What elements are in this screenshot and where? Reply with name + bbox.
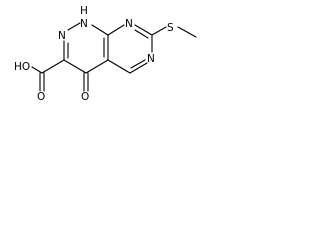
bond-c-oh: [31, 66, 43, 74]
chemical-structure: H N N N N S HO O O: [14, 5, 197, 103]
bond-n1-n2: [67, 22, 81, 31]
bond-c5-n6: [129, 62, 148, 74]
bond-c7-n8-double: [134, 29, 149, 39]
atom-label-nh: H: [80, 5, 88, 17]
atom-label-n8: N: [125, 18, 133, 30]
atom-label-o-carboxyl: O: [37, 91, 45, 103]
atom-label-n2: N: [58, 30, 66, 42]
bond-c8a-n1: [91, 24, 109, 36]
atom-labels: H N N N N S HO O O: [14, 5, 174, 103]
atom-label-o-ketone: O: [81, 91, 89, 103]
bond-n8-c8a: [107, 24, 125, 36]
atom-label-n6: N: [147, 53, 155, 65]
atom-label-s: S: [167, 22, 174, 34]
bond-c7-n8: [134, 24, 153, 36]
bond-c4-c4a: [85, 59, 109, 74]
atom-label-oh: HO: [14, 61, 30, 73]
bond-s-ch3: [177, 26, 197, 38]
atom-label-n1: N: [80, 18, 88, 30]
bonds: [31, 22, 197, 92]
bond-c5-n6-double: [130, 59, 146, 69]
bond-c3-ccooh: [41, 59, 65, 74]
bond-c7-s: [151, 26, 167, 36]
bond-c4a-c5: [107, 59, 131, 74]
bond-c3-c4: [63, 59, 87, 74]
